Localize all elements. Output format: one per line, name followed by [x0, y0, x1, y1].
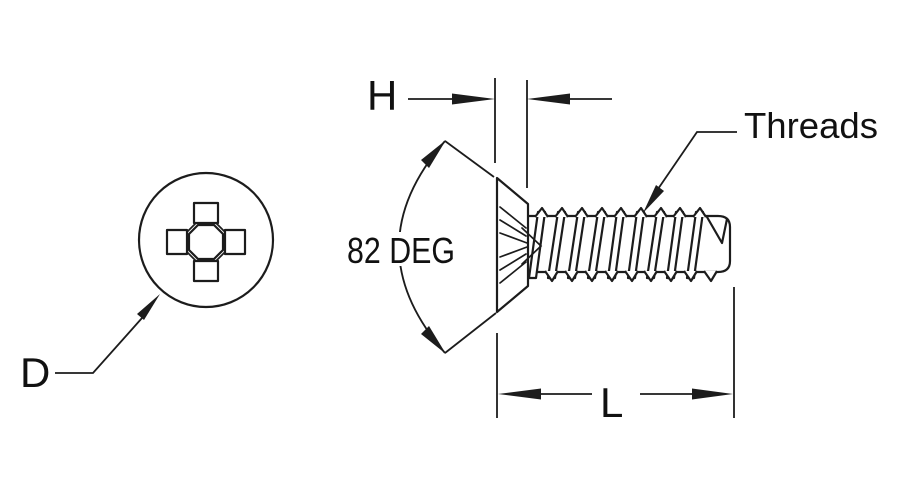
recess-profile-lines: [499, 206, 543, 284]
angle-arrowhead-top: [421, 140, 446, 168]
thread-crest: [544, 270, 559, 283]
dimension-length: L: [496, 287, 735, 426]
thread-crest: [534, 206, 549, 218]
dimension-arrowhead-left: [498, 388, 541, 400]
recess-wing-nw: [186, 222, 197, 233]
length-label: L: [600, 379, 623, 426]
phillips-slot-left: [165, 228, 189, 256]
threads-label: Threads: [744, 105, 878, 146]
thread-crest: [692, 206, 707, 218]
recess-wing-sw: [186, 251, 197, 262]
thread-crest: [683, 270, 698, 283]
threads-callout: Threads: [643, 105, 878, 213]
thread-crest: [653, 206, 668, 218]
diameter-label: D: [20, 349, 50, 396]
diameter-callout: D: [20, 294, 160, 396]
phillips-slot-right: [223, 228, 247, 256]
phillips-recess: [165, 201, 247, 283]
thread-crest: [624, 270, 639, 283]
phillips-slot-bottom: [192, 259, 220, 283]
diameter-arrowhead: [137, 294, 160, 320]
thread-crests-bottom: [544, 270, 718, 283]
dimension-countersink-angle: 82 DEG: [344, 140, 497, 354]
threads-arrowhead: [643, 185, 664, 213]
phillips-slot-top: [192, 201, 220, 225]
thread-crest: [643, 270, 658, 283]
recess-line: [499, 261, 527, 284]
dimension-head-height: H: [367, 72, 612, 188]
thread-crest: [672, 206, 687, 218]
thread-crest: [604, 270, 619, 283]
recess-line: [499, 219, 527, 237]
recess-wing-se: [215, 251, 226, 262]
thread-crest: [564, 270, 579, 283]
recess-wing-ne: [215, 222, 226, 233]
thread-crest: [633, 206, 648, 218]
thread-crests-top: [534, 206, 707, 218]
thread-crest: [554, 206, 569, 218]
thread-crest: [613, 206, 628, 218]
recess-cone-tip: [521, 227, 543, 265]
thread-crest: [663, 270, 678, 283]
recess-line: [499, 253, 527, 271]
angle-line-top: [444, 140, 495, 178]
phillips-center-octagon: [187, 223, 225, 261]
countersink-angle-label: 82 DEG: [347, 230, 455, 271]
thread-crest: [584, 270, 599, 283]
dimension-arrowhead-right: [692, 388, 733, 400]
angle-label-mask: [344, 232, 460, 266]
dimension-arrowhead-left: [452, 93, 495, 105]
thread-crest: [703, 270, 718, 283]
thread-crest: [594, 206, 609, 218]
angle-arrowhead-bottom: [421, 326, 446, 354]
screw-head-outline-circle: [137, 171, 275, 309]
front-view: D: [20, 171, 275, 396]
diameter-leader-line: [55, 317, 143, 374]
angle-line-bottom: [444, 312, 497, 354]
side-view: [495, 176, 732, 314]
dimension-arrowhead-right: [527, 93, 570, 105]
recess-line: [499, 232, 528, 244]
screw-head-profile: [495, 176, 530, 314]
thread-crest: [574, 206, 589, 218]
recess-line: [499, 246, 528, 258]
threads-leader-line: [657, 131, 737, 190]
tip-thread-runout: [705, 215, 729, 245]
recess-line: [499, 206, 527, 229]
head-height-label: H: [367, 72, 397, 119]
